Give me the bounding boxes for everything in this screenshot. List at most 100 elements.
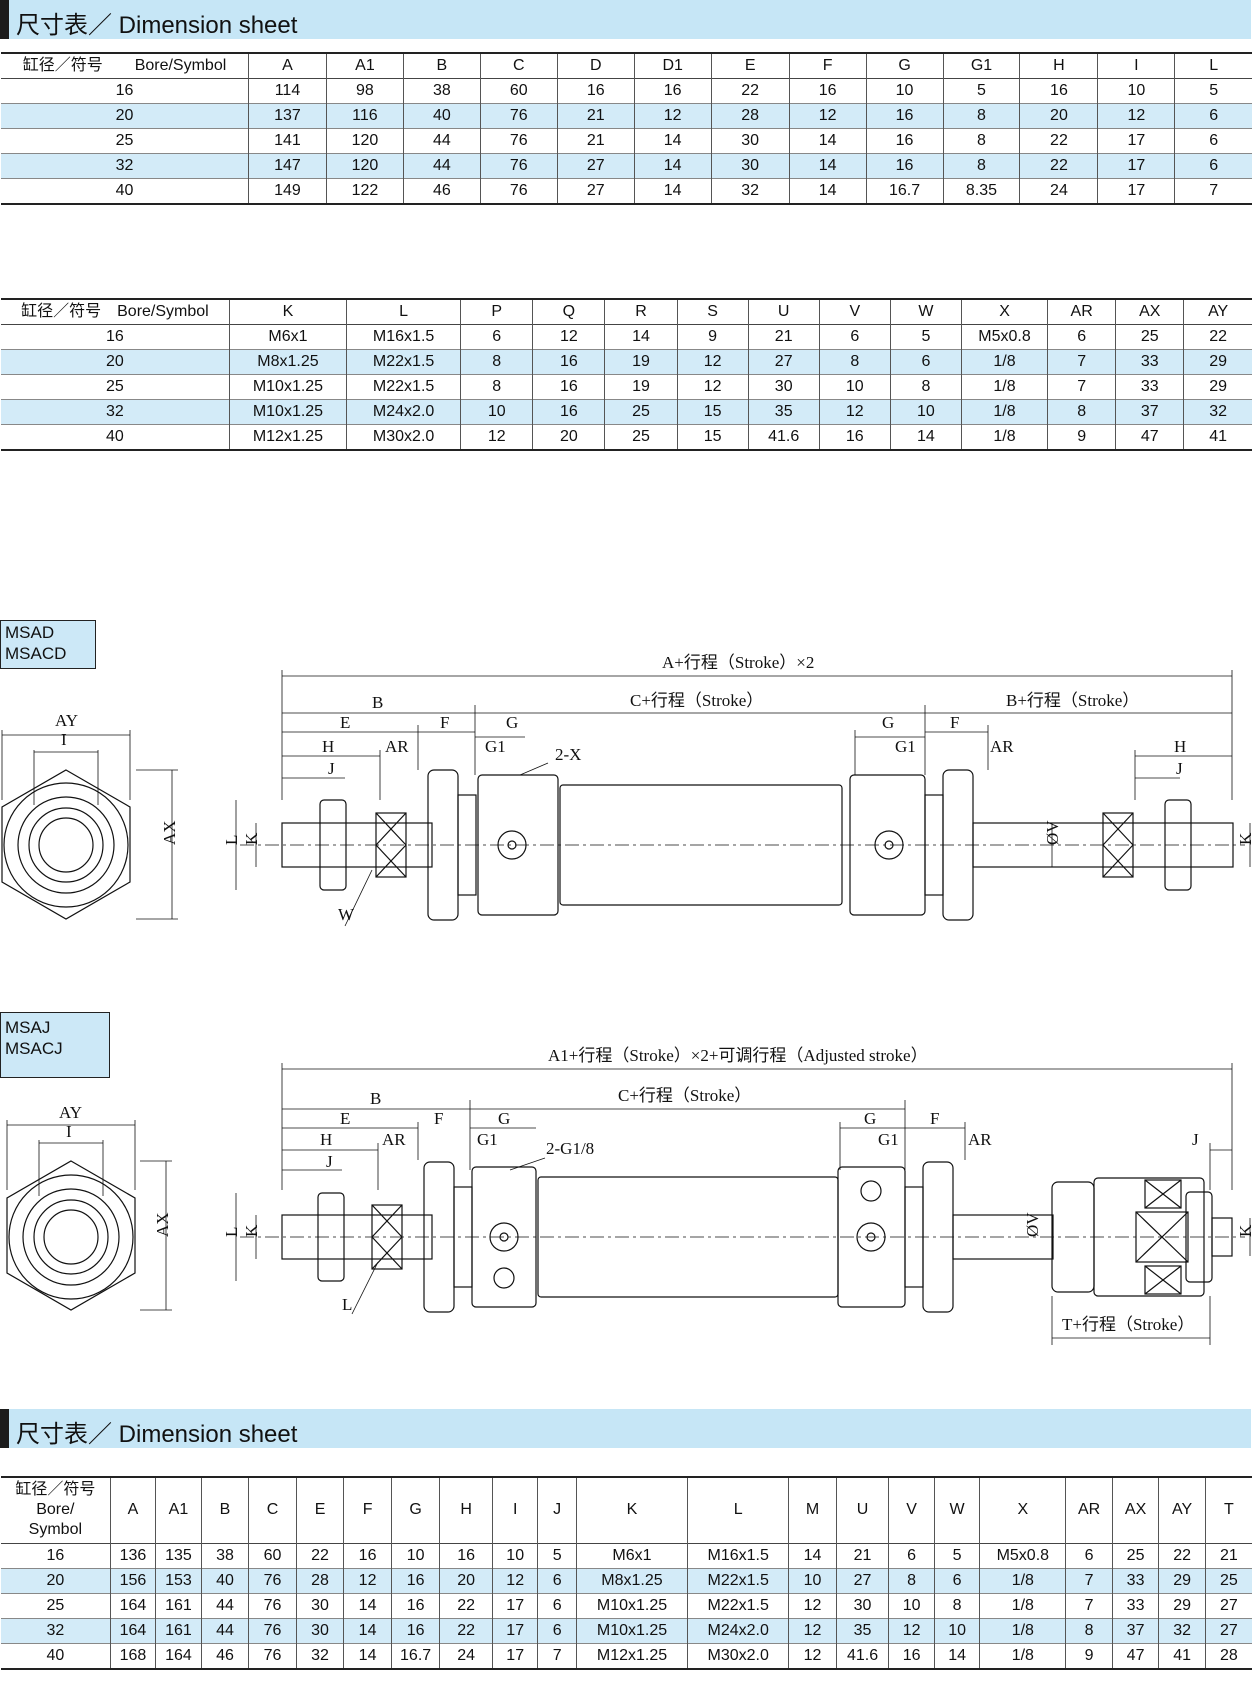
column-header: V [819, 299, 891, 325]
svg-text:ØV: ØV [1023, 1212, 1042, 1237]
svg-text:2-X: 2-X [555, 745, 581, 764]
column-header: AR [1047, 299, 1117, 325]
table-cell: 33 [1115, 374, 1185, 400]
table-cell: 25 [1, 374, 230, 400]
svg-text:C+行程（Stroke）: C+行程（Stroke） [618, 1086, 751, 1105]
table-cell: 16 [557, 78, 635, 104]
column-header: G [866, 53, 944, 79]
table-cell: 120 [326, 153, 404, 179]
table-cell: 60 [480, 78, 558, 104]
svg-text:G1: G1 [485, 737, 506, 756]
table-cell: 8 [943, 103, 1021, 129]
table-cell: 25 [1, 128, 249, 154]
table-cell: 44 [201, 1618, 250, 1643]
table-cell: 16.7 [866, 178, 944, 204]
table-cell: 8 [1047, 399, 1117, 425]
table-cell: M12x1.25 [576, 1643, 689, 1669]
table-cell: 12 [1097, 103, 1176, 129]
svg-text:I: I [61, 730, 67, 749]
table-cell: 25 [1112, 1543, 1160, 1568]
table-cell: 10 [819, 374, 891, 400]
svg-text:F: F [930, 1109, 939, 1128]
table-cell: 21 [836, 1543, 890, 1568]
table-cell: 47 [1115, 424, 1185, 450]
svg-text:J: J [1192, 1130, 1199, 1149]
table-cell: M30x2.0 [687, 1643, 790, 1669]
column-header: W [934, 1477, 981, 1543]
table-cell: 76 [248, 1568, 297, 1593]
svg-text:J: J [328, 759, 335, 778]
table-cell: 14 [634, 178, 712, 204]
column-header: H [439, 1477, 493, 1543]
table-cell: 16 [819, 424, 891, 450]
table-cell: 9 [1065, 1643, 1113, 1669]
table-cell: 28 [711, 103, 790, 129]
column-header: D [557, 53, 635, 79]
column-header: K [229, 299, 348, 325]
table-cell: 20 [1, 103, 249, 129]
column-header: A [248, 53, 327, 79]
table-cell: 16 [866, 103, 944, 129]
table-cell: 10 [866, 78, 944, 104]
table-cell: 16 [532, 399, 606, 425]
svg-text:AR: AR [968, 1130, 992, 1149]
table-cell: 10 [934, 1618, 981, 1643]
table-cell: 76 [480, 178, 558, 204]
table-cell: 28 [296, 1568, 345, 1593]
column-header: K [576, 1477, 689, 1543]
svg-text:F: F [440, 713, 449, 732]
svg-text:T+行程（Stroke）: T+行程（Stroke） [1062, 1315, 1194, 1334]
table-cell: 41 [1209, 428, 1228, 445]
table-cell: 136 [110, 1543, 157, 1568]
table-cell: 1/8 [979, 1568, 1067, 1593]
table-cell: 12 [460, 424, 534, 450]
column-header: U [836, 1477, 890, 1543]
table-cell: 20 [1, 349, 230, 375]
table-cell: 21 [1220, 1546, 1238, 1564]
table-cell: 37 [1115, 399, 1185, 425]
table-cell: 35 [748, 399, 820, 425]
svg-text:AX: AX [153, 1212, 172, 1237]
table-cell: 7 [1047, 374, 1117, 400]
table-cell: 6 [1047, 324, 1117, 350]
svg-text:2-G1/8: 2-G1/8 [546, 1139, 594, 1158]
table-cell: 5 [1209, 82, 1219, 99]
table-cell: 8.35 [943, 178, 1021, 204]
table-cell: 17 [492, 1643, 539, 1669]
table-cell: 25 [604, 399, 678, 425]
svg-text:B: B [372, 693, 383, 712]
table-cell: 16 [1, 324, 230, 350]
table-cell: 20 [439, 1568, 493, 1593]
table-cell: M10x1.25 [229, 374, 348, 400]
svg-text:C+行程（Stroke）: C+行程（Stroke） [630, 691, 763, 710]
table-cell: 6 [1209, 132, 1219, 149]
svg-text:AX: AX [160, 820, 179, 845]
table-cell: 6 [1209, 157, 1219, 174]
table-cell: 29 [1158, 1568, 1206, 1593]
table-cell: 8 [934, 1593, 981, 1618]
table-cell: 12 [677, 374, 749, 400]
svg-text:G: G [498, 1109, 510, 1128]
table-cell: 22 [1209, 328, 1228, 345]
table-cell: 6 [537, 1618, 577, 1643]
svg-text:W: W [338, 905, 355, 924]
table-cell: M6x1 [229, 324, 348, 350]
svg-text:K: K [242, 1224, 261, 1237]
svg-text:L: L [222, 835, 241, 845]
column-header: E [296, 1477, 345, 1543]
column-header: X [979, 1477, 1067, 1543]
table-cell: 16 [888, 1643, 935, 1669]
table-cell: 137 [248, 103, 327, 129]
table-cell: 1/8 [961, 374, 1049, 400]
table-cell: 33 [1115, 349, 1185, 375]
svg-text:B+行程（Stroke）: B+行程（Stroke） [1006, 691, 1139, 710]
column-header: A1 [155, 1477, 202, 1543]
table-cell: M22x1.5 [346, 349, 462, 375]
table-cell: M22x1.5 [687, 1568, 790, 1593]
svg-text:L: L [342, 1295, 352, 1314]
column-header: J [537, 1477, 577, 1543]
table-cell: 5 [890, 324, 962, 350]
